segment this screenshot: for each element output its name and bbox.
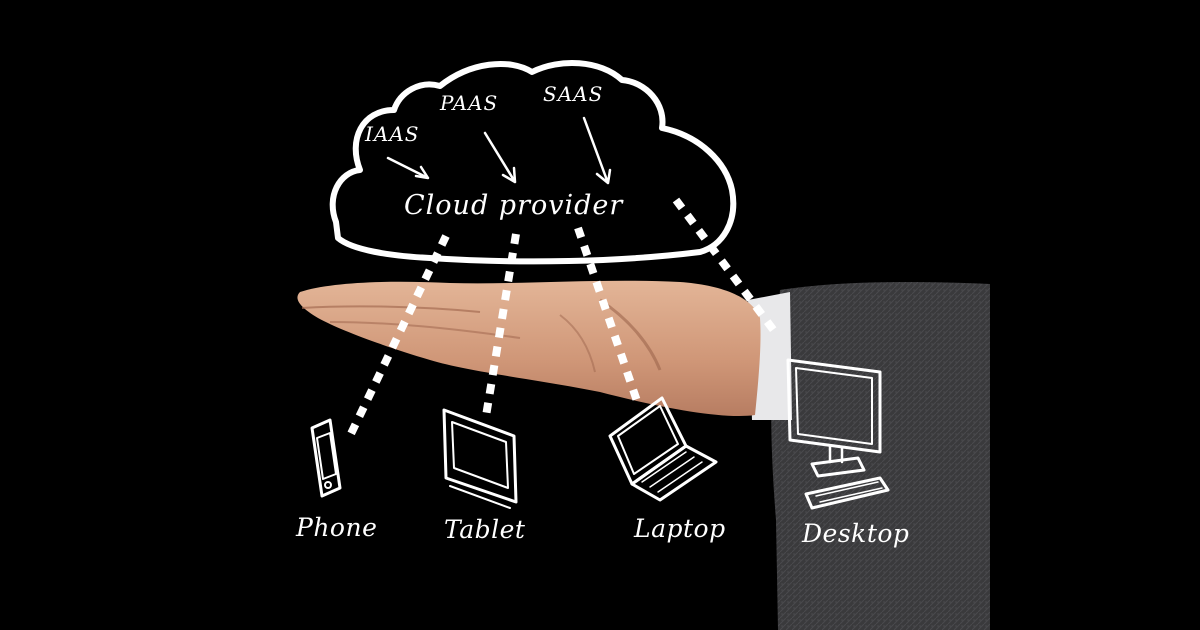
device-label-tablet: Tablet [444, 515, 526, 544]
phone-icon [310, 418, 342, 498]
arrow-iaas [386, 156, 430, 180]
cloud-provider-label: Cloud provider [404, 190, 624, 221]
desktop-icon [786, 358, 890, 510]
connection-lines [344, 197, 782, 442]
device-label-phone: Phone [295, 513, 377, 542]
suit-sleeve [771, 282, 990, 630]
device-label-desktop: Desktop [801, 519, 909, 548]
service-label-iaas: IAAS [364, 122, 420, 146]
connection-desktop [672, 197, 782, 339]
connection-laptop [574, 226, 642, 406]
service-label-paas: PAAS [439, 91, 498, 115]
device-label-laptop: Laptop [633, 514, 726, 543]
arrow-paas [483, 131, 517, 184]
connection-tablet [482, 233, 520, 417]
service-label-saas: SAAS [543, 82, 603, 106]
tablet-icon [442, 408, 518, 509]
arrow-saas [582, 116, 612, 185]
cloud-icon [329, 60, 737, 265]
laptop-icon [608, 396, 718, 502]
service-arrows [386, 116, 612, 185]
